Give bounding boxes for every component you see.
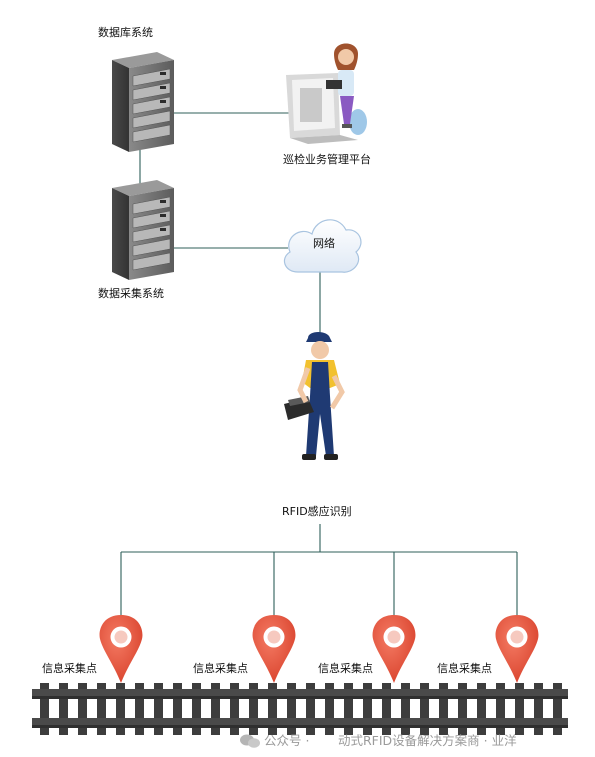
rail-sleeper xyxy=(325,683,334,735)
rail-sleeper xyxy=(306,683,315,735)
label-info-point-4: 信息采集点 xyxy=(437,661,492,675)
label-rfid-recognition: RFID感应识别 xyxy=(282,504,352,518)
rail-sleeper xyxy=(382,683,391,735)
rail-sleeper xyxy=(420,683,429,735)
location-pin-icon xyxy=(252,615,296,683)
rail-sleeper xyxy=(439,683,448,735)
railway-track-icon xyxy=(32,683,568,735)
rail-sleeper xyxy=(154,683,163,735)
rail-sleeper xyxy=(553,683,562,735)
rail-sleeper xyxy=(515,683,524,735)
rail-sleeper xyxy=(534,683,543,735)
server-rack-icon xyxy=(111,179,175,281)
watermark-text: 动式RFID设备解决方案商 · 业洋 xyxy=(338,733,517,748)
label-database-system: 数据库系统 xyxy=(98,25,153,39)
rail-sleeper xyxy=(192,683,201,735)
rail-sleeper xyxy=(268,683,277,735)
wechat-icon xyxy=(240,734,260,748)
rail-sleeper xyxy=(477,683,486,735)
rail-sleeper xyxy=(135,683,144,735)
rail-sleeper xyxy=(249,683,258,735)
location-pin-icon xyxy=(99,615,143,683)
rail-sleeper xyxy=(116,683,125,735)
label-data-collection-system: 数据采集系统 xyxy=(98,286,164,300)
rail-sleeper xyxy=(363,683,372,735)
rail-sleeper xyxy=(344,683,353,735)
location-pin-icon xyxy=(372,615,416,683)
rail-sleeper xyxy=(496,683,505,735)
rail-sleeper xyxy=(59,683,68,735)
rail-sleeper xyxy=(173,683,182,735)
sleepers xyxy=(40,683,562,735)
rail-sleeper xyxy=(401,683,410,735)
operator-at-desk-icon xyxy=(286,43,367,144)
rail-sleeper xyxy=(211,683,220,735)
rail-sleeper xyxy=(287,683,296,735)
label-network: 网络 xyxy=(313,236,335,250)
server-rack-icon xyxy=(111,51,175,153)
location-pin-icon xyxy=(495,615,539,683)
rail-sleeper xyxy=(97,683,106,735)
label-info-point-2: 信息采集点 xyxy=(193,661,248,675)
rail-sleeper xyxy=(40,683,49,735)
rail-sleeper xyxy=(458,683,467,735)
label-inspection-platform: 巡检业务管理平台 xyxy=(283,152,371,166)
rail-sleeper xyxy=(78,683,87,735)
watermark: 公众号 · 动式RFID设备解决方案商 · 业洋 xyxy=(240,733,517,748)
connector-lines xyxy=(120,112,518,616)
label-info-point-3: 信息采集点 xyxy=(318,661,373,675)
rail-sleeper xyxy=(230,683,239,735)
label-info-point-1: 信息采集点 xyxy=(42,661,97,675)
watermark-prefix: 公众号 · xyxy=(264,733,309,748)
worker-with-reader-icon xyxy=(284,332,345,460)
cloud-icon xyxy=(283,219,362,273)
